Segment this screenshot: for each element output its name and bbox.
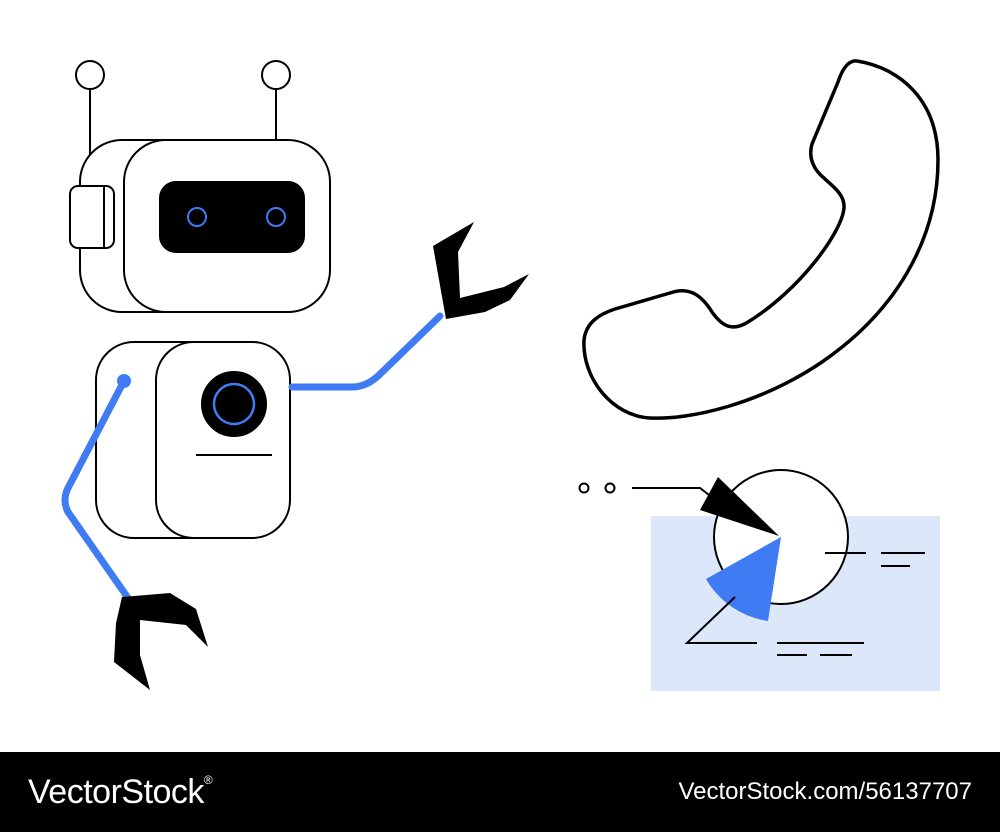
brand-name: VectorStock bbox=[28, 772, 204, 811]
callout-line-bottom bbox=[684, 596, 757, 644]
robot-icon bbox=[69, 60, 331, 539]
robot-chest-lens-icon bbox=[201, 371, 267, 437]
robot-arm-right bbox=[288, 312, 444, 391]
robot-eye-right-icon bbox=[266, 207, 286, 227]
illustration-canvas bbox=[61, 59, 940, 691]
image-id-label: VectorStock.com/56137707 bbox=[678, 778, 972, 805]
callout-line-top bbox=[632, 487, 719, 503]
info-panel bbox=[578, 469, 940, 691]
telephone-handset-icon bbox=[582, 59, 940, 420]
pie-slice-black bbox=[700, 477, 779, 536]
text-placeholder-lines-bottom bbox=[777, 642, 864, 656]
robot-body bbox=[95, 341, 291, 539]
pie-chart-icon bbox=[700, 469, 849, 621]
robot-antenna-right bbox=[261, 60, 291, 140]
pie-slice-blue bbox=[706, 537, 781, 621]
callout-dots bbox=[578, 482, 616, 494]
text-placeholder-lines-right bbox=[825, 552, 925, 567]
robot-head bbox=[69, 139, 331, 313]
robot-gripper-left-icon bbox=[114, 593, 208, 690]
vectorstock-logo: VectorStock® bbox=[28, 772, 213, 812]
brand-registered-mark: ® bbox=[203, 772, 213, 787]
robot-eye-left-icon bbox=[187, 207, 207, 227]
robot-gripper-right-icon bbox=[433, 222, 529, 319]
robot-visor bbox=[159, 181, 305, 253]
robot-arm-left bbox=[61, 374, 132, 602]
watermark-footer: VectorStock® VectorStock.com/56137707 bbox=[0, 752, 1000, 832]
